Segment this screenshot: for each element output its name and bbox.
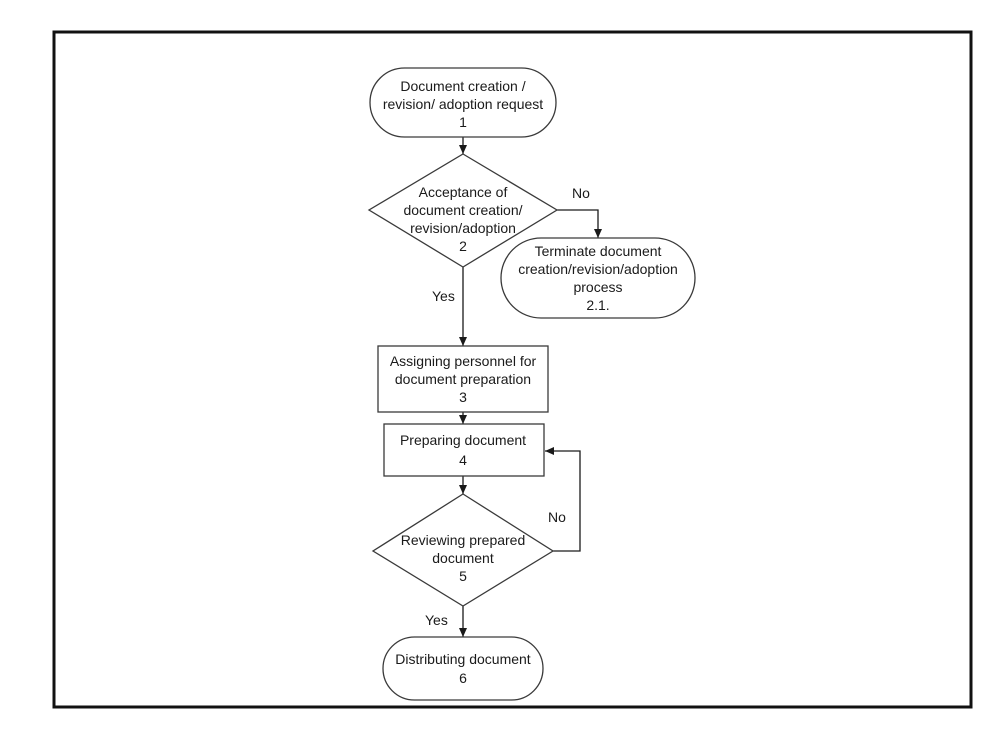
node-accept-line: document creation/: [403, 202, 522, 218]
edge-label-review-no: No: [548, 509, 566, 525]
node-start-line: Document creation /: [400, 78, 525, 94]
node-distribute-line: Distributing document: [395, 651, 531, 667]
node-assign: Assigning personnel for document prepara…: [377, 345, 549, 413]
node-start-shape: [369, 67, 557, 138]
edge-label-review-yes: Yes: [425, 612, 448, 628]
node-accept-line: Acceptance of: [419, 184, 508, 200]
edge-label-accept-yes: Yes: [432, 288, 455, 304]
node-terminate-line: Terminate document: [535, 243, 662, 259]
node-terminate-line: 2.1.: [586, 297, 609, 313]
node-start: Document creation / revision/ adoption r…: [369, 67, 557, 138]
node-distribute: Distributing document 6: [382, 636, 544, 701]
node-review-line: 5: [459, 568, 467, 584]
node-assign-line: Assigning personnel for: [390, 353, 537, 369]
node-accept: Acceptance of document creation/ revisio…: [367, 153, 559, 268]
node-prepare-line: 4: [459, 452, 467, 468]
node-accept-shape: [367, 153, 559, 268]
node-prepare: Preparing document 4: [383, 423, 545, 477]
node-review: Reviewing prepared document 5: [371, 493, 555, 607]
node-terminate-line: process: [573, 279, 622, 295]
node-review-shape: [371, 493, 555, 607]
node-assign-line: 3: [459, 389, 467, 405]
node-terminate-shape: [500, 237, 696, 319]
node-review-line: Reviewing prepared: [401, 532, 526, 548]
node-terminate: Terminate document creation/revision/ado…: [500, 237, 696, 319]
edge-accept-no-to-terminate: [557, 209, 602, 238]
node-start-line: revision/ adoption request: [383, 96, 543, 112]
node-start-line: 1: [459, 114, 467, 130]
node-accept-line: revision/adoption: [410, 220, 516, 236]
diagram-frame: [52, 30, 973, 709]
node-assign-shape: [377, 345, 549, 413]
edge-review-no-to-prepare: [545, 447, 581, 552]
node-accept-line: 2: [459, 238, 467, 254]
node-review-line: document: [432, 550, 494, 566]
node-assign-line: document preparation: [395, 371, 531, 387]
node-distribute-line: 6: [459, 670, 467, 686]
node-prepare-shape: [383, 423, 545, 477]
edge-label-accept-no: No: [572, 185, 590, 201]
node-distribute-shape: [382, 636, 544, 701]
node-prepare-line: Preparing document: [400, 432, 526, 448]
node-terminate-line: creation/revision/adoption: [518, 261, 678, 277]
